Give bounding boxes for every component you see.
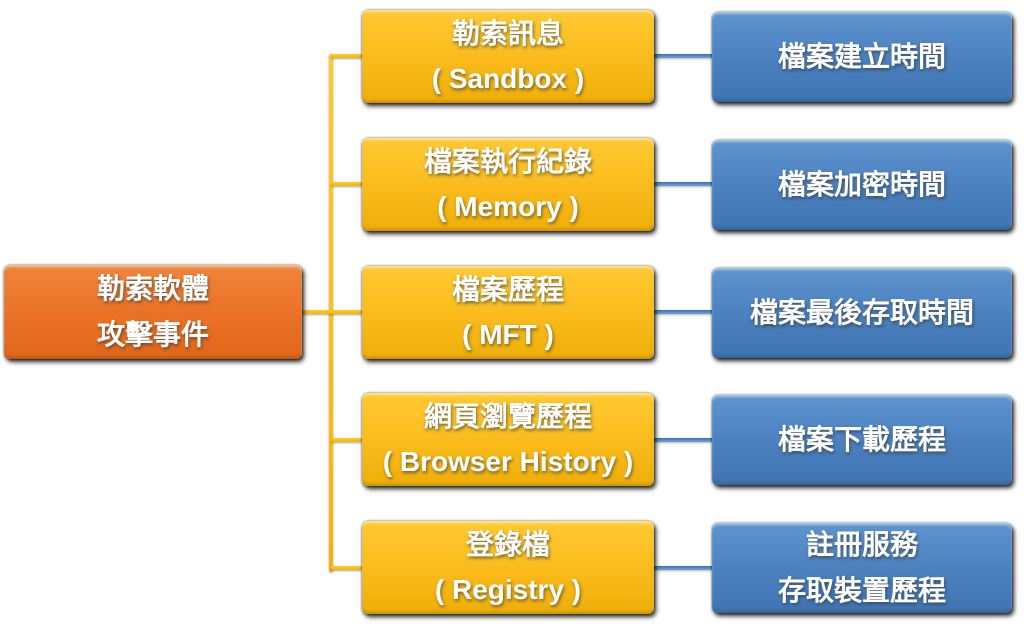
source-node-label: 檔案執行紀錄	[423, 145, 592, 177]
connector-stub-row1	[331, 54, 363, 58]
root-node-line1: 勒索軟體	[96, 273, 209, 305]
connector-stub-row5	[331, 566, 363, 570]
artifact-node-file-encryption-time: 檔案加密時間	[712, 140, 1012, 230]
source-node-label: 檔案歷程	[451, 273, 564, 305]
source-node-label: 登錄檔	[465, 528, 550, 560]
connector-link-row4	[654, 438, 713, 442]
source-node-registry: 登錄檔 ( Registry )	[362, 521, 654, 614]
artifact-node-sublabel: 存取裝置歷程	[777, 574, 946, 606]
source-node-sublabel: ( Registry )	[434, 574, 582, 605]
source-node-label: 勒索訊息	[451, 17, 564, 49]
artifact-node-label: 檔案下載歷程	[777, 423, 946, 455]
root-node-line2: 攻擊事件	[96, 318, 209, 350]
source-node-browser-history: 網頁瀏覽歷程 ( Browser History )	[362, 393, 654, 486]
source-node-memory: 檔案執行紀錄 ( Memory )	[362, 138, 654, 231]
artifact-node-label: 檔案建立時間	[777, 40, 946, 72]
artifact-node-file-last-access-time: 檔案最後存取時間	[712, 268, 1012, 358]
root-node-ransomware-incident: 勒索軟體 攻擊事件	[4, 265, 302, 359]
artifact-node-file-creation-time: 檔案建立時間	[712, 12, 1012, 102]
connector-stub-root	[302, 310, 363, 314]
source-node-sublabel: ( Memory )	[437, 191, 579, 222]
artifact-node-label: 檔案加密時間	[777, 168, 946, 200]
source-node-label: 網頁瀏覽歷程	[423, 400, 592, 432]
artifact-node-file-download-history: 檔案下載歷程	[712, 395, 1012, 485]
connector-stub-row4	[331, 438, 363, 442]
artifact-node-registered-service-device-history: 註冊服務 存取裝置歷程	[712, 523, 1012, 613]
source-node-sublabel: ( MFT )	[462, 319, 554, 350]
connector-link-row2	[654, 182, 713, 186]
source-node-sublabel: ( Browser History )	[382, 446, 634, 477]
connector-link-row1	[654, 54, 713, 58]
artifact-node-label: 註冊服務	[805, 529, 918, 561]
connector-stub-row2	[331, 182, 363, 186]
source-node-sandbox: 勒索訊息 ( Sandbox )	[362, 10, 654, 103]
connector-link-row5	[654, 566, 713, 570]
source-node-sublabel: ( Sandbox )	[431, 63, 585, 94]
artifact-node-label: 檔案最後存取時間	[749, 296, 974, 328]
source-node-mft: 檔案歷程 ( MFT )	[362, 266, 654, 359]
connector-link-row3	[654, 310, 713, 314]
